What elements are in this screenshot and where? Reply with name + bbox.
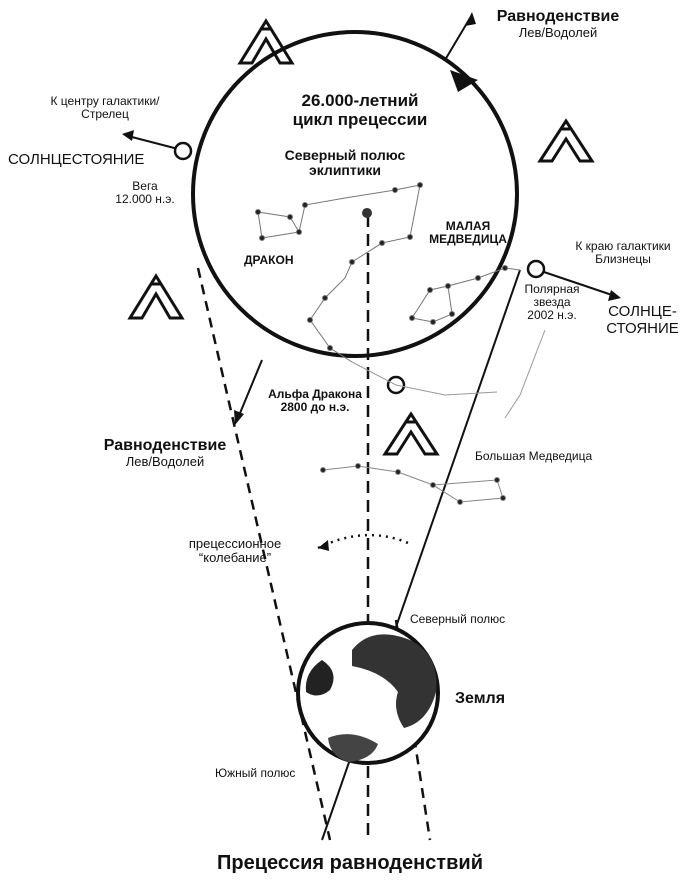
galaxy-edge-line-1: К краю галактики xyxy=(575,239,671,253)
ecliptic-pole-label: Северный полюс эклиптики xyxy=(255,147,435,179)
wobble-label: прецессионное “колебание” xyxy=(155,536,315,566)
north-pole-label: Северный полюс xyxy=(410,612,506,626)
galaxy-center-line-2: Стрелец xyxy=(81,107,129,122)
solstice-right-line-2: СТОЯНИЕ xyxy=(606,319,679,337)
vega-label: Вега 12.000 н.э. xyxy=(95,179,195,207)
equinox-bottom-label: Равноденствие Лев/Водолей xyxy=(75,437,255,469)
galaxy-edge-line-2: Близнецы xyxy=(595,252,651,267)
solstice-left-label: СОЛНЦЕСТОЯНИЕ xyxy=(8,151,145,168)
wobble-arc xyxy=(317,533,409,550)
vega-line-1: Вега xyxy=(132,179,158,193)
galaxy-center-arrowhead xyxy=(122,130,134,141)
thuban-link xyxy=(351,361,498,396)
cycle-label: 26.000-летний цикл прецессии xyxy=(265,91,455,129)
draco-label: ДРАКОН xyxy=(244,253,294,267)
diagram-title: Прецессия равноденствий xyxy=(216,852,483,874)
polaris-label: Полярная звезда 2002 н.э. xyxy=(512,282,592,323)
thuban-label: Альфа Дракона 2800 до н.э. xyxy=(245,387,385,415)
polaris-line-2: звезда xyxy=(533,295,571,310)
equinox-bottom-arrowhead xyxy=(234,410,244,425)
ursa-major-label: Большая Медведица xyxy=(475,449,593,463)
equinox-top-arrowhead xyxy=(465,12,476,26)
ecliptic-pole-line-1: Северный полюс xyxy=(284,147,406,163)
south-pole-label: Южный полюс xyxy=(215,766,296,780)
equinox-top-line-2: Лев/Водолей xyxy=(518,24,598,40)
ursa-minor-constellation xyxy=(409,265,521,325)
galaxy-edge-label: К краю галактики Близнецы xyxy=(548,239,698,267)
thuban-line-2: 2800 до н.э. xyxy=(280,400,350,415)
earth-globe xyxy=(296,621,440,765)
equinox-bottom-line-1: Равноденствие xyxy=(103,437,227,454)
ecliptic-pole-line-2: эклиптики xyxy=(309,162,381,179)
ecliptic-pole-dot xyxy=(362,208,372,218)
ursa-major-constellation xyxy=(320,463,506,505)
cycle-line-2: цикл прецессии xyxy=(292,109,428,129)
vega-line-2: 12.000 н.э. xyxy=(115,192,175,207)
galaxy-center-arrow xyxy=(127,135,183,151)
equinox-bottom-line-2: Лев/Водолей xyxy=(125,453,205,469)
solstice-right-label: СОЛНЦЕ- СТОЯНИЕ xyxy=(590,303,695,337)
polaris-marker xyxy=(526,259,546,279)
wobble-arrowhead xyxy=(318,540,329,551)
equinox-top-line-1: Равноденствие xyxy=(496,8,620,25)
equinox-bottom-arrow xyxy=(237,359,263,419)
pyramid-symbols xyxy=(127,18,595,456)
polaris-line-3: 2002 н.э. xyxy=(527,308,577,323)
cycle-line-1: 26.000-летний xyxy=(301,91,419,110)
ursa-minor-line-1: МАЛАЯ xyxy=(445,219,491,233)
draco-constellation xyxy=(255,182,423,363)
ursa-minor-label: МАЛАЯ МЕДВЕДИЦА xyxy=(418,219,518,247)
precession-circle xyxy=(191,30,519,358)
wobble-line-2: “колебание” xyxy=(198,550,272,566)
polaris-link xyxy=(504,329,546,419)
solstice-right-line-1: СОЛНЦЕ- xyxy=(608,303,677,320)
galaxy-center-label: К центру галактики/ Стрелец xyxy=(15,94,195,122)
ursa-minor-line-2: МЕДВЕДИЦА xyxy=(429,232,507,247)
wobble-line-1: прецессионное xyxy=(188,536,282,551)
cone-line-left xyxy=(196,267,332,841)
earth-label: Земля xyxy=(455,690,506,707)
thuban-line-1: Альфа Дракона xyxy=(268,387,362,401)
equinox-top-label: Равноденствие Лев/Водолей xyxy=(468,8,648,40)
circle-direction-arrow xyxy=(450,70,478,92)
galaxy-edge-arrow xyxy=(537,269,616,297)
galaxy-center-line-1: К центру галактики/ xyxy=(50,94,160,108)
vega-marker xyxy=(173,141,193,161)
polaris-line-1: Полярная xyxy=(524,282,580,296)
galaxy-edge-arrowhead xyxy=(608,290,621,301)
